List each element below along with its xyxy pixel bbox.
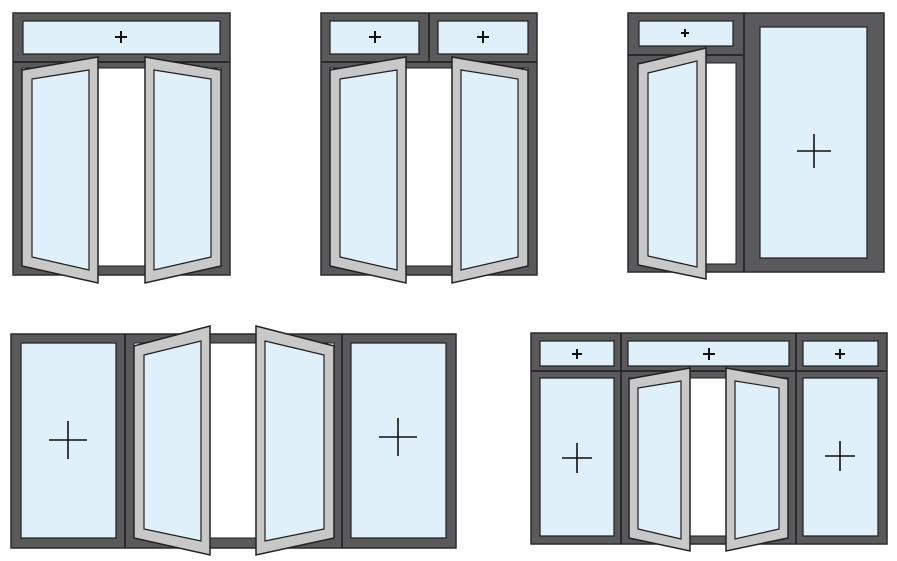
sash-glass-right [734,380,780,540]
diagram-double-casement-transom [12,12,231,284]
fixed-pane-mark [379,418,417,456]
sash-glass-right [153,69,212,271]
sash-glass-left [143,340,202,542]
diagram-double-casement-split-transom [320,12,538,284]
sash-glass-left [637,380,682,540]
sash-glass-left [31,69,90,271]
sash-glass-right [264,340,325,542]
fixed-pane-mark [562,443,592,473]
fixed-pane-mark [49,421,87,459]
fixed-pane-mark [797,134,831,168]
sash-glass-left [647,60,698,268]
sash-glass-left [339,69,398,271]
diagram-casement-with-side-light [627,12,885,280]
fixed-pane-mark [681,29,689,37]
fixed-pane-mark [115,31,127,43]
diagram-five-panel-center-casement-transom [530,332,888,552]
sash-glass-right [460,69,519,271]
fixed-pane-mark [835,349,845,359]
fixed-pane-mark [572,349,582,359]
fixed-pane-mark [369,31,381,43]
fixed-pane-mark [825,441,855,471]
fixed-pane-mark [477,31,489,43]
diagram-four-panel-center-casement [10,325,457,556]
fixed-pane-mark [703,348,715,360]
transom-glass-center [627,340,790,367]
